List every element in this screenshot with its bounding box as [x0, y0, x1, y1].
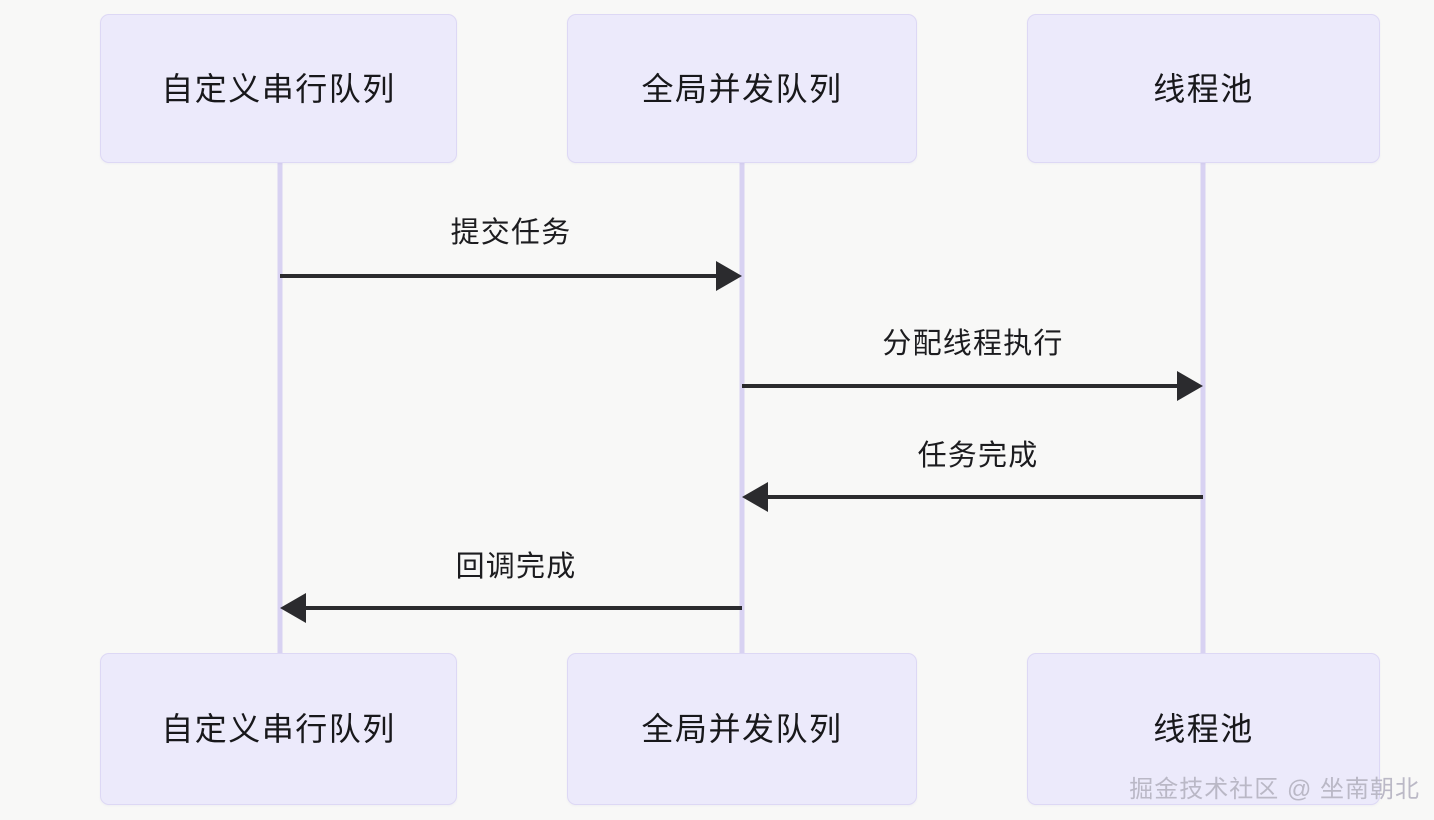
actor-label-thread-pool: 线程池	[1153, 70, 1254, 107]
actor-box-global-concurrent-queue-top[interactable]: 全局并发队列	[567, 14, 917, 163]
watermark: 掘金技术社区 @ 坐南朝北	[1129, 776, 1420, 803]
arrowhead-assign-thread	[1177, 371, 1203, 401]
actor-label-serial-queue: 自定义串行队列	[161, 711, 396, 747]
actor-label-global-concurrent-queue: 全局并发队列	[641, 711, 843, 747]
arrowhead-task-complete	[742, 482, 768, 512]
actor-box-serial-queue-top[interactable]: 自定义串行队列	[100, 14, 457, 163]
actor-box-global-concurrent-queue-bottom[interactable]: 全局并发队列	[567, 653, 917, 805]
lifelines-group	[277, 163, 1206, 653]
actor-label-global-concurrent-queue: 全局并发队列	[641, 70, 843, 107]
actor-label-serial-queue: 自定义串行队列	[161, 70, 396, 107]
message-label-assign-thread: 分配线程执行	[882, 328, 1064, 360]
actor-box-thread-pool-bottom[interactable]: 线程池	[1027, 653, 1380, 805]
arrowhead-callback-complete	[280, 593, 306, 623]
actor-label-thread-pool: 线程池	[1153, 711, 1254, 747]
arrowhead-submit-task	[716, 261, 742, 291]
message-label-callback-complete: 回调完成	[455, 551, 577, 583]
actor-box-serial-queue-bottom[interactable]: 自定义串行队列	[100, 653, 457, 805]
actor-box-thread-pool-top[interactable]: 线程池	[1027, 14, 1380, 163]
message-arrows-group	[280, 261, 1203, 623]
message-label-task-complete: 任务完成	[917, 440, 1039, 472]
message-label-submit-task: 提交任务	[450, 217, 572, 249]
